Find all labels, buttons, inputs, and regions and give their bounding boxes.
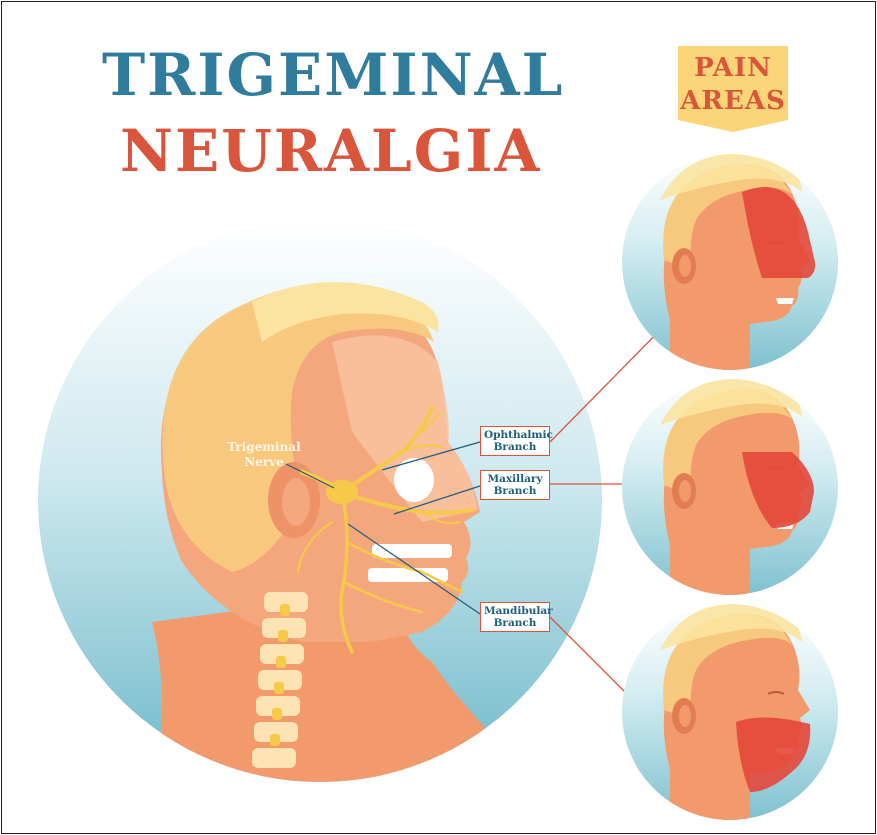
mandibular-line-2: Branch [484, 617, 546, 629]
ophthalmic-line-1: Ophthalmic [484, 429, 546, 441]
mandibular-line-1: Mandibular [484, 605, 546, 617]
mandibular-branch-label: Mandibular Branch [480, 602, 550, 632]
trigeminal-nerve-label: Trigeminal Nerve [224, 440, 304, 470]
maxillary-line-1: Maxillary [484, 473, 546, 485]
pain-area-ophthalmic [622, 154, 838, 370]
ophthalmic-line-2: Branch [484, 441, 546, 453]
pain-area-maxillary [622, 379, 838, 595]
pain-area-mandibular [622, 604, 838, 820]
maxillary-line-2: Branch [484, 485, 546, 497]
maxillary-branch-label: Maxillary Branch [480, 470, 550, 500]
ophthalmic-branch-label: Ophthalmic Branch [480, 426, 550, 456]
